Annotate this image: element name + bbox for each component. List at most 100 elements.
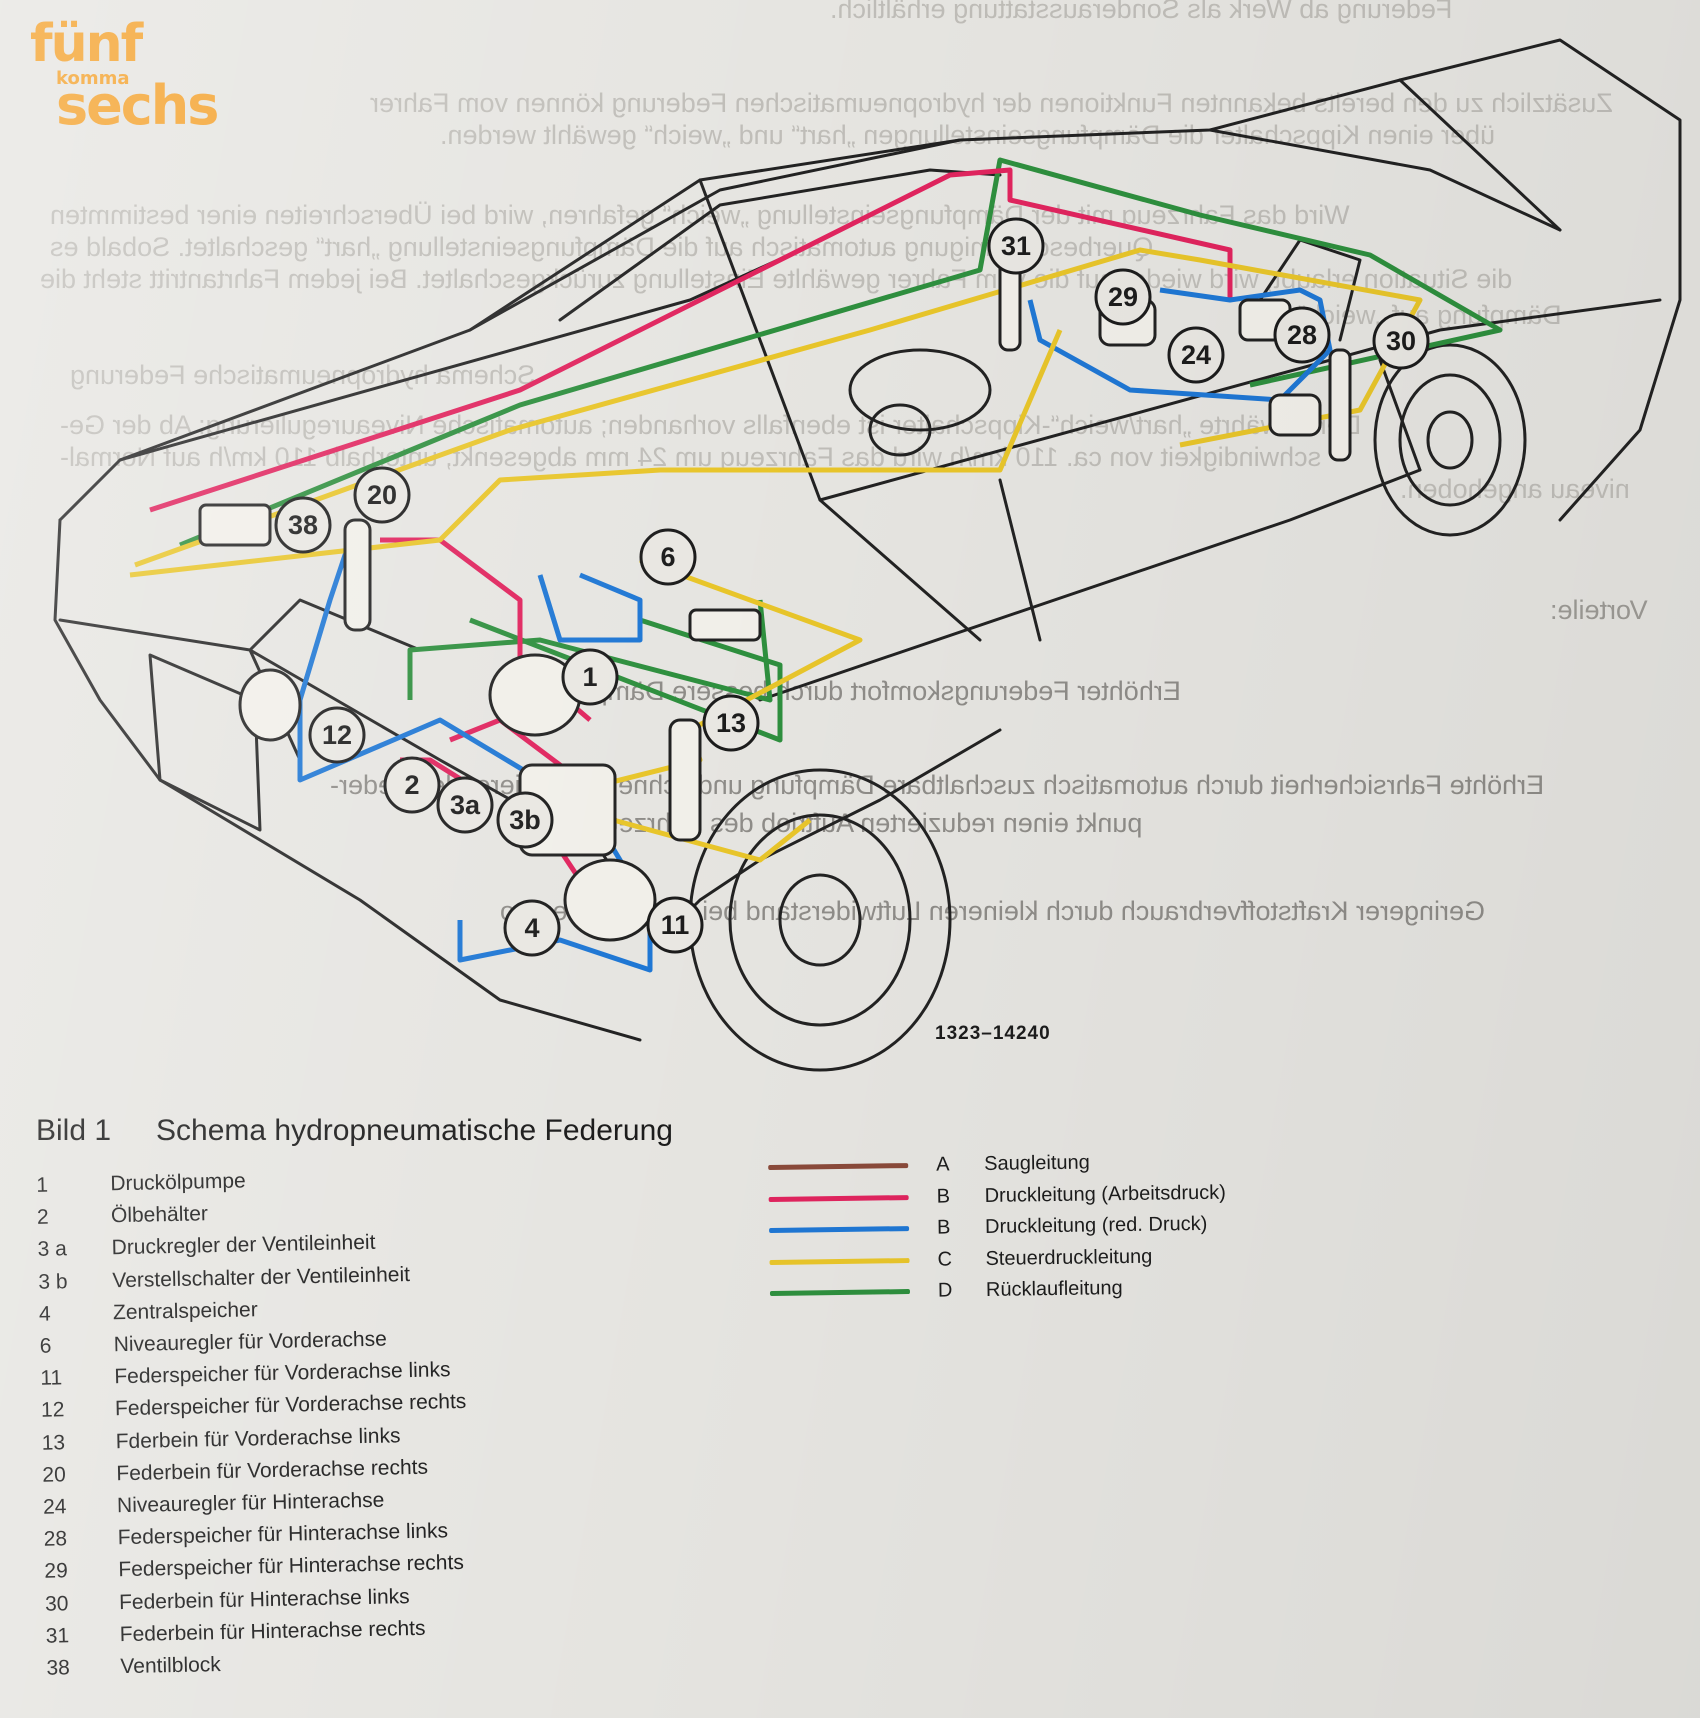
caption-title: Schema hydropneumatische Federung: [156, 1114, 673, 1147]
label-circle: [274, 496, 332, 554]
drawing-number: 1323–14240: [935, 1023, 1051, 1044]
diagram-label-2: 2: [383, 756, 441, 814]
diagram-label-30: 30: [1372, 312, 1430, 370]
label-circle: [987, 217, 1045, 275]
label-circle: [503, 899, 561, 957]
legend-number: 30: [44, 1591, 69, 1616]
label-number: 20: [367, 480, 397, 510]
label-number: 30: [1386, 326, 1416, 356]
label-number: 13: [716, 708, 746, 738]
legend-label: Federbein für Hinterachse links: [118, 1584, 410, 1614]
legend-number: 38: [46, 1656, 71, 1680]
legend-label: Ölbehälter: [110, 1202, 209, 1228]
label-circle: [561, 648, 619, 706]
line-label: Steuerdruckleitung: [985, 1245, 1153, 1270]
label-circle: [646, 896, 704, 954]
logo: fünf komma sechs: [30, 14, 240, 137]
legend-label: Verstellschalter der Ventileinheit: [112, 1262, 411, 1292]
front-wheel: [688, 768, 952, 1072]
label-circle: [639, 528, 697, 586]
rear-wheel: [1373, 343, 1527, 537]
label-circle: [702, 694, 760, 752]
logo-word-sechs: sechs: [56, 74, 219, 137]
label-number: 24: [1181, 340, 1211, 370]
legend-number: 3 a: [37, 1237, 68, 1262]
legend-label: Druckölpumpe: [110, 1169, 246, 1196]
legend-number: 11: [40, 1366, 63, 1391]
logo-word-komma: komma: [56, 68, 130, 89]
line-label: Rücklaufleitung: [985, 1277, 1123, 1302]
figure-caption: Bild 1 Schema hydropneumatische Federung: [36, 1114, 673, 1148]
diagram-label-3b: 3b: [496, 791, 554, 849]
label-circle: [436, 776, 494, 834]
legend-label: Federspeicher für Hinterachse links: [117, 1519, 449, 1550]
legend-number: 28: [43, 1527, 68, 1551]
legend-label: Zentralspeicher: [112, 1298, 258, 1325]
label-circle: [1094, 268, 1152, 326]
diagram-label-24: 24: [1167, 326, 1225, 384]
diagram-label-38: 38: [274, 496, 332, 554]
legend-label: Federbein für Hinterachse rechts: [119, 1616, 426, 1646]
legend-number: 4: [38, 1302, 51, 1326]
label-circle: [308, 706, 366, 764]
label-number: 3a: [450, 790, 481, 820]
label-number: 3b: [509, 805, 541, 835]
label-number: 31: [1001, 231, 1031, 261]
logo-word-funf: fünf: [30, 14, 143, 74]
diagram-label-12: 12: [308, 706, 366, 764]
line-swatch: [769, 1257, 910, 1265]
label-circle: [1372, 312, 1430, 370]
legend-number: 3 b: [38, 1269, 68, 1294]
line-letter: C: [937, 1248, 953, 1271]
legend-label: Federspeicher für Vorderachse rechts: [114, 1390, 467, 1421]
diagram-label-1: 1: [561, 648, 619, 706]
diagram-label-11: 11: [646, 896, 704, 954]
reduced-pressure-lines-blue: [297, 287, 1333, 973]
legend-number: 31: [45, 1623, 70, 1648]
line-letter: B: [936, 1185, 951, 1208]
line-swatch: [768, 1163, 909, 1171]
diagram-label-28: 28: [1273, 306, 1331, 364]
line-label: Saugleitung: [984, 1151, 1090, 1176]
legend-label: Druckregler der Ventileinheit: [111, 1231, 376, 1260]
component-shapes: [198, 238, 1352, 942]
diagram-label-29: 29: [1094, 268, 1152, 326]
label-number: 11: [661, 910, 690, 940]
label-number: 2: [404, 770, 419, 800]
legend-number: 6: [39, 1334, 52, 1358]
diagram-label-13: 13: [702, 694, 760, 752]
label-circle: [1273, 306, 1331, 364]
label-circle: [1167, 326, 1225, 384]
diagram-label-4: 4: [503, 899, 561, 957]
line-letter: B: [936, 1216, 951, 1239]
line-swatch: [768, 1194, 909, 1202]
car-body-outline: [53, 38, 1682, 1042]
legend-label: Federspeicher für Hinterachse rechts: [118, 1551, 465, 1582]
return-lines-green: [179, 157, 1503, 743]
caption-key: Bild 1: [36, 1114, 112, 1147]
label-number: 38: [288, 510, 318, 540]
label-circle: [353, 466, 411, 524]
legend-number: 24: [42, 1495, 67, 1519]
line-label: Druckleitung (Arbeitsdruck): [984, 1181, 1226, 1207]
label-number: 1: [582, 662, 597, 692]
label-number: 6: [660, 542, 675, 572]
line-label: Druckleitung (red. Druck): [984, 1213, 1208, 1239]
label-circle: [383, 756, 441, 814]
legend-label: Federspeicher für Vorderachse links: [114, 1358, 451, 1389]
diagram-label-6: 6: [639, 528, 697, 586]
label-number: 29: [1108, 282, 1138, 312]
legend-label: Federbein für Vorderachse rechts: [116, 1455, 429, 1485]
legend-number: 20: [42, 1463, 66, 1487]
line-letter: A: [936, 1153, 950, 1176]
line-swatch: [769, 1226, 910, 1234]
line-letter: D: [937, 1279, 953, 1302]
legend-label: Niveauregler für Hinterachse: [116, 1488, 385, 1518]
label-circle: [496, 791, 554, 849]
legend-number: 29: [44, 1559, 69, 1584]
legend-label: Ventilblock: [120, 1652, 222, 1679]
diagram-label-3a: 3a: [436, 776, 494, 834]
legend-label: Fderbein für Vorderachse links: [115, 1423, 401, 1453]
label-number: 28: [1287, 320, 1317, 350]
